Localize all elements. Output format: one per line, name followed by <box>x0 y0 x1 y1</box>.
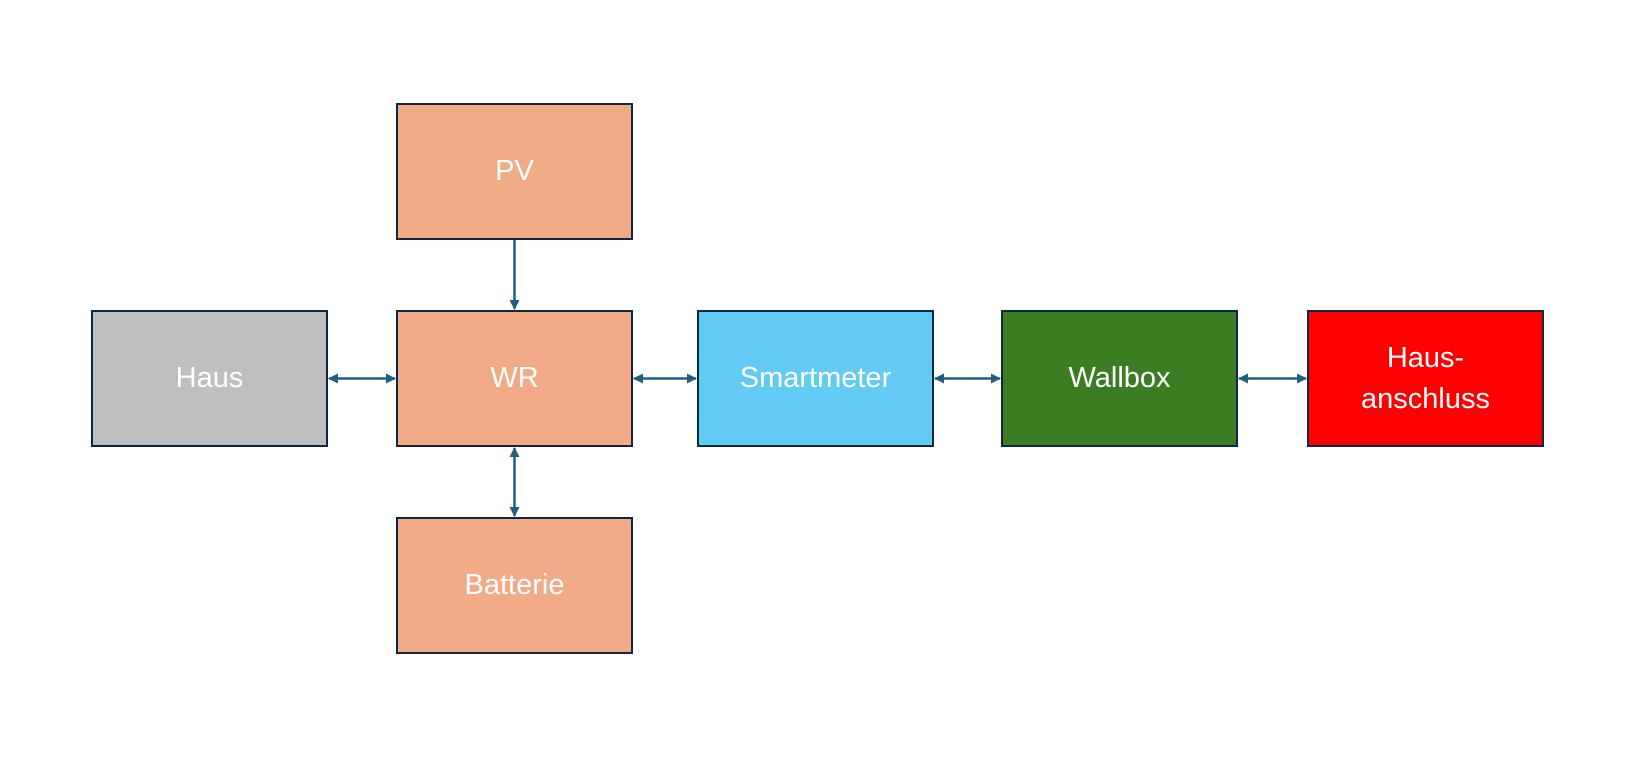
node-hausanschluss: Haus- anschluss <box>1307 310 1544 447</box>
node-batterie: Batterie <box>396 517 633 654</box>
node-wallbox: Wallbox <box>1001 310 1238 447</box>
node-smartmeter: Smartmeter <box>697 310 934 447</box>
node-pv: PV <box>396 103 633 240</box>
node-haus: Haus <box>91 310 328 447</box>
node-wr: WR <box>396 310 633 447</box>
